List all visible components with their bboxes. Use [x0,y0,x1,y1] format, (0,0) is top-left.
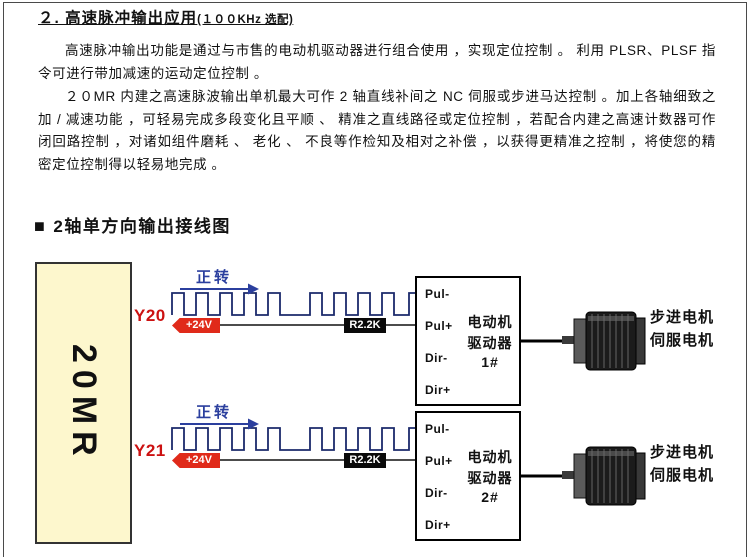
driver-name-line1: 电动机 [467,314,513,330]
terminal-pul-plus: Pul+ [425,319,453,333]
direction-label-1: 正转 [196,269,233,286]
plc-box: 20MR [35,262,132,544]
driver-name-1: 电动机 驱动器 1# [461,278,519,404]
motor-graphic [562,446,646,506]
direction-arrowhead-y21 [248,418,259,430]
motor-label-2: 步进电机 伺服电机 [650,441,714,487]
direction-label-2: 正转 [196,404,233,421]
motor-label-line1: 步进电机 [650,444,715,461]
driver-name-2: 电动机 驱动器 2# [461,413,519,539]
terminal-dir-plus: Dir+ [425,518,451,532]
terminal-dir-minus: Dir- [425,486,448,500]
driver-number: 1# [481,354,499,370]
direction-arrowhead-y20 [248,283,259,295]
pulse-train-y20 [171,292,415,316]
motor-driver-box-2: Pul- Pul+ Dir- Dir+ 电动机 驱动器 2# [415,411,521,541]
page-title: ２. 高速脉冲输出应用(１００KHz 选配) [38,6,293,28]
paragraph-2: ２０MR 内建之高速脉波输出单机最大可作 2 轴直线补间之 NC 伺服或步进马达… [38,89,716,173]
motor-icon-1 [562,302,650,380]
pulse-train-y21 [171,427,415,451]
driver-name-line1: 电动机 [467,449,513,465]
driver-name-line2: 驱动器 [467,335,513,351]
motor-label-line2: 伺服电机 [650,467,715,484]
paragraph-1: 高速脉冲输出功能是通过与市售的电动机驱动器进行组合使用 ，实现定位控制 。 利用… [38,43,716,81]
plc-label: 20MR [65,343,103,463]
driver-name-line2: 驱动器 [467,470,513,486]
motor-graphic [562,311,646,371]
terminal-dir-plus: Dir+ [425,383,451,397]
terminal-pul-minus: Pul- [425,422,450,436]
motor-driver-box-1: Pul- Pul+ Dir- Dir+ 电动机 驱动器 1# [415,276,521,406]
terminal-pul-minus: Pul- [425,287,450,301]
motor-label-1: 步进电机 伺服电机 [650,306,714,352]
resistor-label-2: R2.2K [344,453,386,468]
motor-icon-2 [562,437,650,515]
supply-24v-tag-1: +24V [172,318,220,333]
section-bullet-icon: ■ [34,216,47,236]
section-heading-text: 2轴单方向输出接线图 [53,217,231,236]
wiring-diagram: 20MR Y20 正转 [0,250,749,557]
driver-number: 2# [481,489,499,505]
resistor-label-1: R2.2K [344,318,386,333]
page-title-suffix: (１００KHz 选配) [197,14,294,26]
supply-24v-tag-2: +24V [172,453,220,468]
output-label-y21: Y21 [134,441,166,460]
output-label-y20: Y20 [134,306,166,325]
terminal-dir-minus: Dir- [425,351,448,365]
page-title-text: ２. 高速脉冲输出应用 [38,10,198,27]
section-heading: ■ 2轴单方向输出接线图 [34,212,231,237]
motor-label-line1: 步进电机 [650,309,715,326]
terminal-pul-plus: Pul+ [425,454,453,468]
motor-label-line2: 伺服电机 [650,332,715,349]
